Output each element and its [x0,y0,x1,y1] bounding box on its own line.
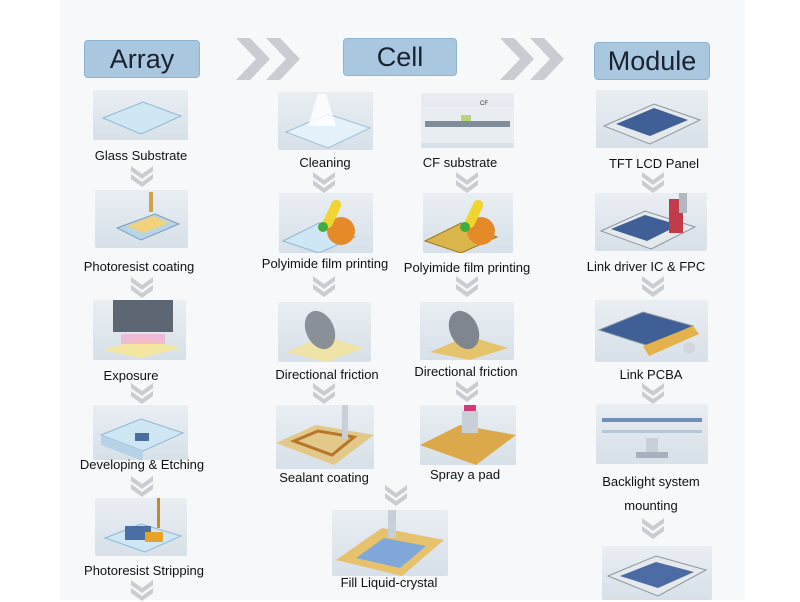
cf-substrate-image: CF [421,93,514,148]
down-arrow-icon [385,485,407,506]
cell-left-step-label: Polyimide film printing [261,256,389,271]
module-step-label: Backlight system [602,474,700,489]
down-arrow-icon [642,172,664,193]
sealant-coating-image [276,405,374,469]
down-arrow-icon [131,277,153,298]
array-header: Array [84,40,200,78]
glass-substrate-image [93,90,188,140]
down-arrow-icon [642,383,664,404]
developing-etching-image [93,405,188,460]
cleaning-image [278,92,373,150]
polyimide-printing-right-image [423,193,513,253]
cf-tag: CF [480,101,488,107]
cell-left-step-label: Sealant coating [279,470,369,485]
cell-header: Cell [343,38,457,76]
cell-right-step-label: CF substrate [422,155,498,170]
directional-friction-right-image [420,302,514,360]
tft-lcd-panel-image [596,90,708,148]
chevron-cell-to-module-icon [500,38,564,80]
link-driver-ic-fpc-image [595,193,707,251]
down-arrow-icon [456,381,478,402]
down-arrow-icon [131,580,153,601]
down-arrow-icon [642,518,664,539]
down-arrow-icon [131,166,153,187]
module-step-label: mounting [624,498,678,513]
photoresist-coating-image [95,190,188,248]
down-arrow-icon [313,383,335,404]
chevron-array-to-cell-icon [236,38,300,80]
finished-module-image [602,546,712,600]
module-step-label: TFT LCD Panel [608,156,700,171]
fill-liquid-crystal-image [332,510,448,576]
cell-right-step-label: Spray a pad [429,467,501,482]
photoresist-stripping-image [95,498,187,556]
down-arrow-icon [313,276,335,297]
down-arrow-icon [456,276,478,297]
down-arrow-icon [131,383,153,404]
cell-left-step-label: Cleaning [299,155,351,170]
down-arrow-icon [456,172,478,193]
exposure-image [93,300,186,360]
array-step-label: Exposure [103,368,159,383]
spray-pad-image [420,405,516,465]
cell-right-step-label: Directional friction [414,364,518,379]
down-arrow-icon [131,476,153,497]
array-step-label: Glass Substrate [94,148,188,163]
cell-right-step-label: Polyimide film printing [403,260,531,275]
directional-friction-left-image [278,302,371,362]
down-arrow-icon [642,276,664,297]
module-step-label: Link PCBA [619,367,683,382]
module-header: Module [594,42,710,80]
link-pcba-image [595,300,708,362]
array-step-label: Photoresist Stripping [84,563,204,578]
polyimide-printing-left-image [279,193,373,253]
module-step-label: Link driver IC & FPC [586,259,706,274]
cell-merge-step-label: Fill Liquid-crystal [340,575,438,590]
down-arrow-icon [313,172,335,193]
cell-left-step-label: Directional friction [275,367,379,382]
backlight-system-image [596,404,708,464]
array-step-label: Developing & Etching [79,457,205,472]
array-step-label: Photoresist coating [83,259,195,274]
